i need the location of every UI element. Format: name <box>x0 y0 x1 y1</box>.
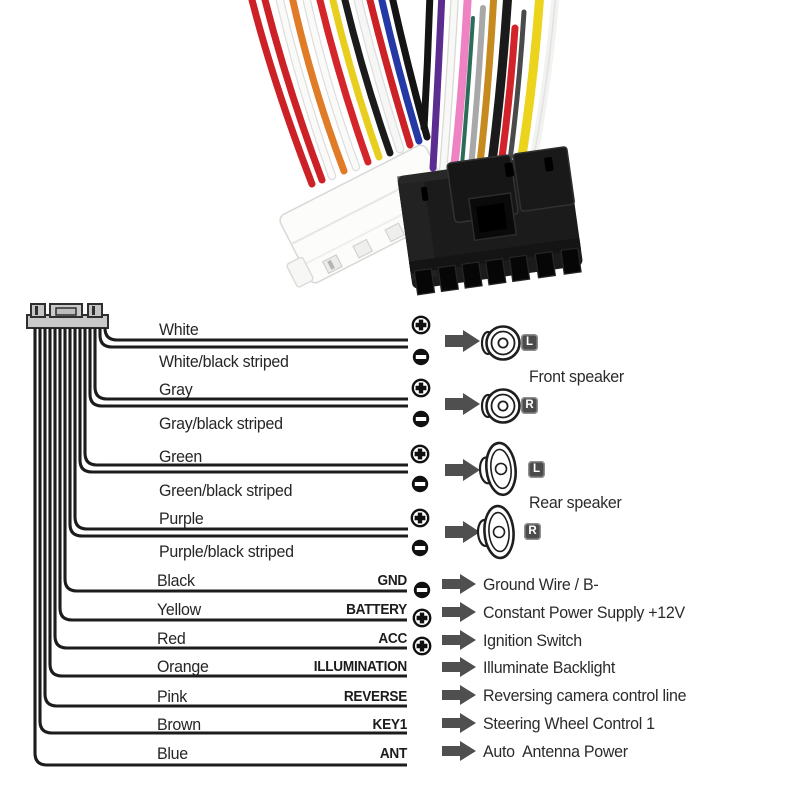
desc-battery: Constant Power Supply +12V <box>483 603 685 622</box>
arrow-icon <box>442 741 476 761</box>
arrow-icon <box>442 630 476 650</box>
channel-badge-rear-left: L <box>528 461 545 478</box>
wire-label-red: Red <box>157 629 186 648</box>
wire-label-brown: Brown <box>157 715 201 734</box>
wire-lines <box>33 327 408 767</box>
terminal-battery: BATTERY <box>346 602 407 618</box>
photo-left-wires <box>248 0 431 188</box>
desc-ground: Ground Wire / B- <box>483 575 599 594</box>
arrow-icon <box>442 657 476 677</box>
wire-line-purple-black <box>68 328 408 538</box>
rear-right-speaker-icon <box>476 504 515 560</box>
channel-badge-front-left: L <box>521 334 538 351</box>
arrow-icon <box>442 602 476 622</box>
arrow-icons <box>442 330 480 761</box>
minus-icon <box>412 348 430 366</box>
wire-line-white-black <box>98 328 408 349</box>
minus-icon <box>411 539 429 557</box>
wire-line-green <box>83 328 408 467</box>
photo-right-wires <box>420 0 560 182</box>
wire-label-purple: Purple <box>159 509 204 528</box>
desc-illumination: Illuminate Backlight <box>483 658 616 677</box>
front-right-speaker-icon <box>480 388 521 424</box>
plus-icon <box>411 378 431 398</box>
wire-line-red <box>53 328 407 650</box>
front-speaker-label: Front speaker <box>529 367 624 386</box>
terminal-gnd: GND <box>377 573 408 589</box>
arrow-icon <box>442 574 476 594</box>
wire-line-white <box>103 327 408 342</box>
wire-label-black: Black <box>157 571 195 590</box>
rear-left-speaker-icon <box>478 441 517 497</box>
wire-label-green-black: Green/black striped <box>159 481 293 500</box>
arrow-icon <box>445 330 480 352</box>
arrow-icon <box>442 685 476 705</box>
terminal-reverse: REVERSE <box>343 689 407 705</box>
wire-line-gray <box>93 328 408 401</box>
wire-line-yellow <box>58 328 407 622</box>
desc-key1: Steering Wheel Control 1 <box>483 714 655 733</box>
wire-line-gray-black <box>88 328 408 408</box>
channel-badge-rear-right: R <box>524 523 541 540</box>
wire-label-purple-black: Purple/black striped <box>159 542 294 561</box>
wire-line-purple <box>73 328 408 531</box>
wire-line-green-black <box>78 328 408 474</box>
wire-label-white: White <box>159 320 199 339</box>
desc-ant: Auto Antenna Power <box>483 742 628 761</box>
wire-line-black <box>63 328 407 593</box>
front-left-speaker-icon <box>480 325 521 361</box>
connector-pin-comb <box>413 247 582 296</box>
wire-line-brown <box>38 328 407 735</box>
arrow-icon <box>445 459 480 481</box>
wire-label-green: Green <box>159 447 203 466</box>
plus-icon <box>411 315 431 335</box>
wire-label-yellow: Yellow <box>157 600 201 619</box>
wire-label-blue: Blue <box>157 744 188 763</box>
plus-icon <box>412 636 432 656</box>
arrow-icon <box>445 393 480 415</box>
speaker-icons <box>476 325 521 560</box>
harness-connector-icon <box>26 303 109 329</box>
wire-line-pink <box>43 328 407 708</box>
plus-icon <box>410 508 430 528</box>
arrow-icon <box>445 521 480 543</box>
desc-acc: Ignition Switch <box>483 631 582 650</box>
wire-label-gray-black: Gray/black striped <box>159 414 283 433</box>
terminal-ant: ANT <box>379 746 407 762</box>
rear-speaker-label: Rear speaker <box>529 493 622 512</box>
wire-line-blue <box>33 328 407 767</box>
wire-label-pink: Pink <box>157 687 187 706</box>
arrow-icon <box>442 713 476 733</box>
terminal-acc: ACC <box>378 631 407 647</box>
wire-line-orange <box>48 328 407 678</box>
minus-icon <box>413 581 431 599</box>
plus-icon <box>412 608 432 628</box>
minus-icon <box>411 475 429 493</box>
terminal-illumination: ILLUMINATION <box>313 659 408 675</box>
black-head-unit-connector <box>397 146 583 296</box>
polarity-icons <box>410 315 432 656</box>
wire-label-white-black: White/black striped <box>159 352 289 371</box>
wire-label-gray: Gray <box>159 380 193 399</box>
connector-photo <box>248 0 583 296</box>
plus-icon <box>410 444 430 464</box>
channel-badge-front-right: R <box>521 397 538 414</box>
desc-reverse: Reversing camera control line <box>483 686 687 705</box>
terminal-key1: KEY1 <box>372 717 408 733</box>
minus-icon <box>412 410 430 428</box>
wire-label-orange: Orange <box>157 657 209 676</box>
